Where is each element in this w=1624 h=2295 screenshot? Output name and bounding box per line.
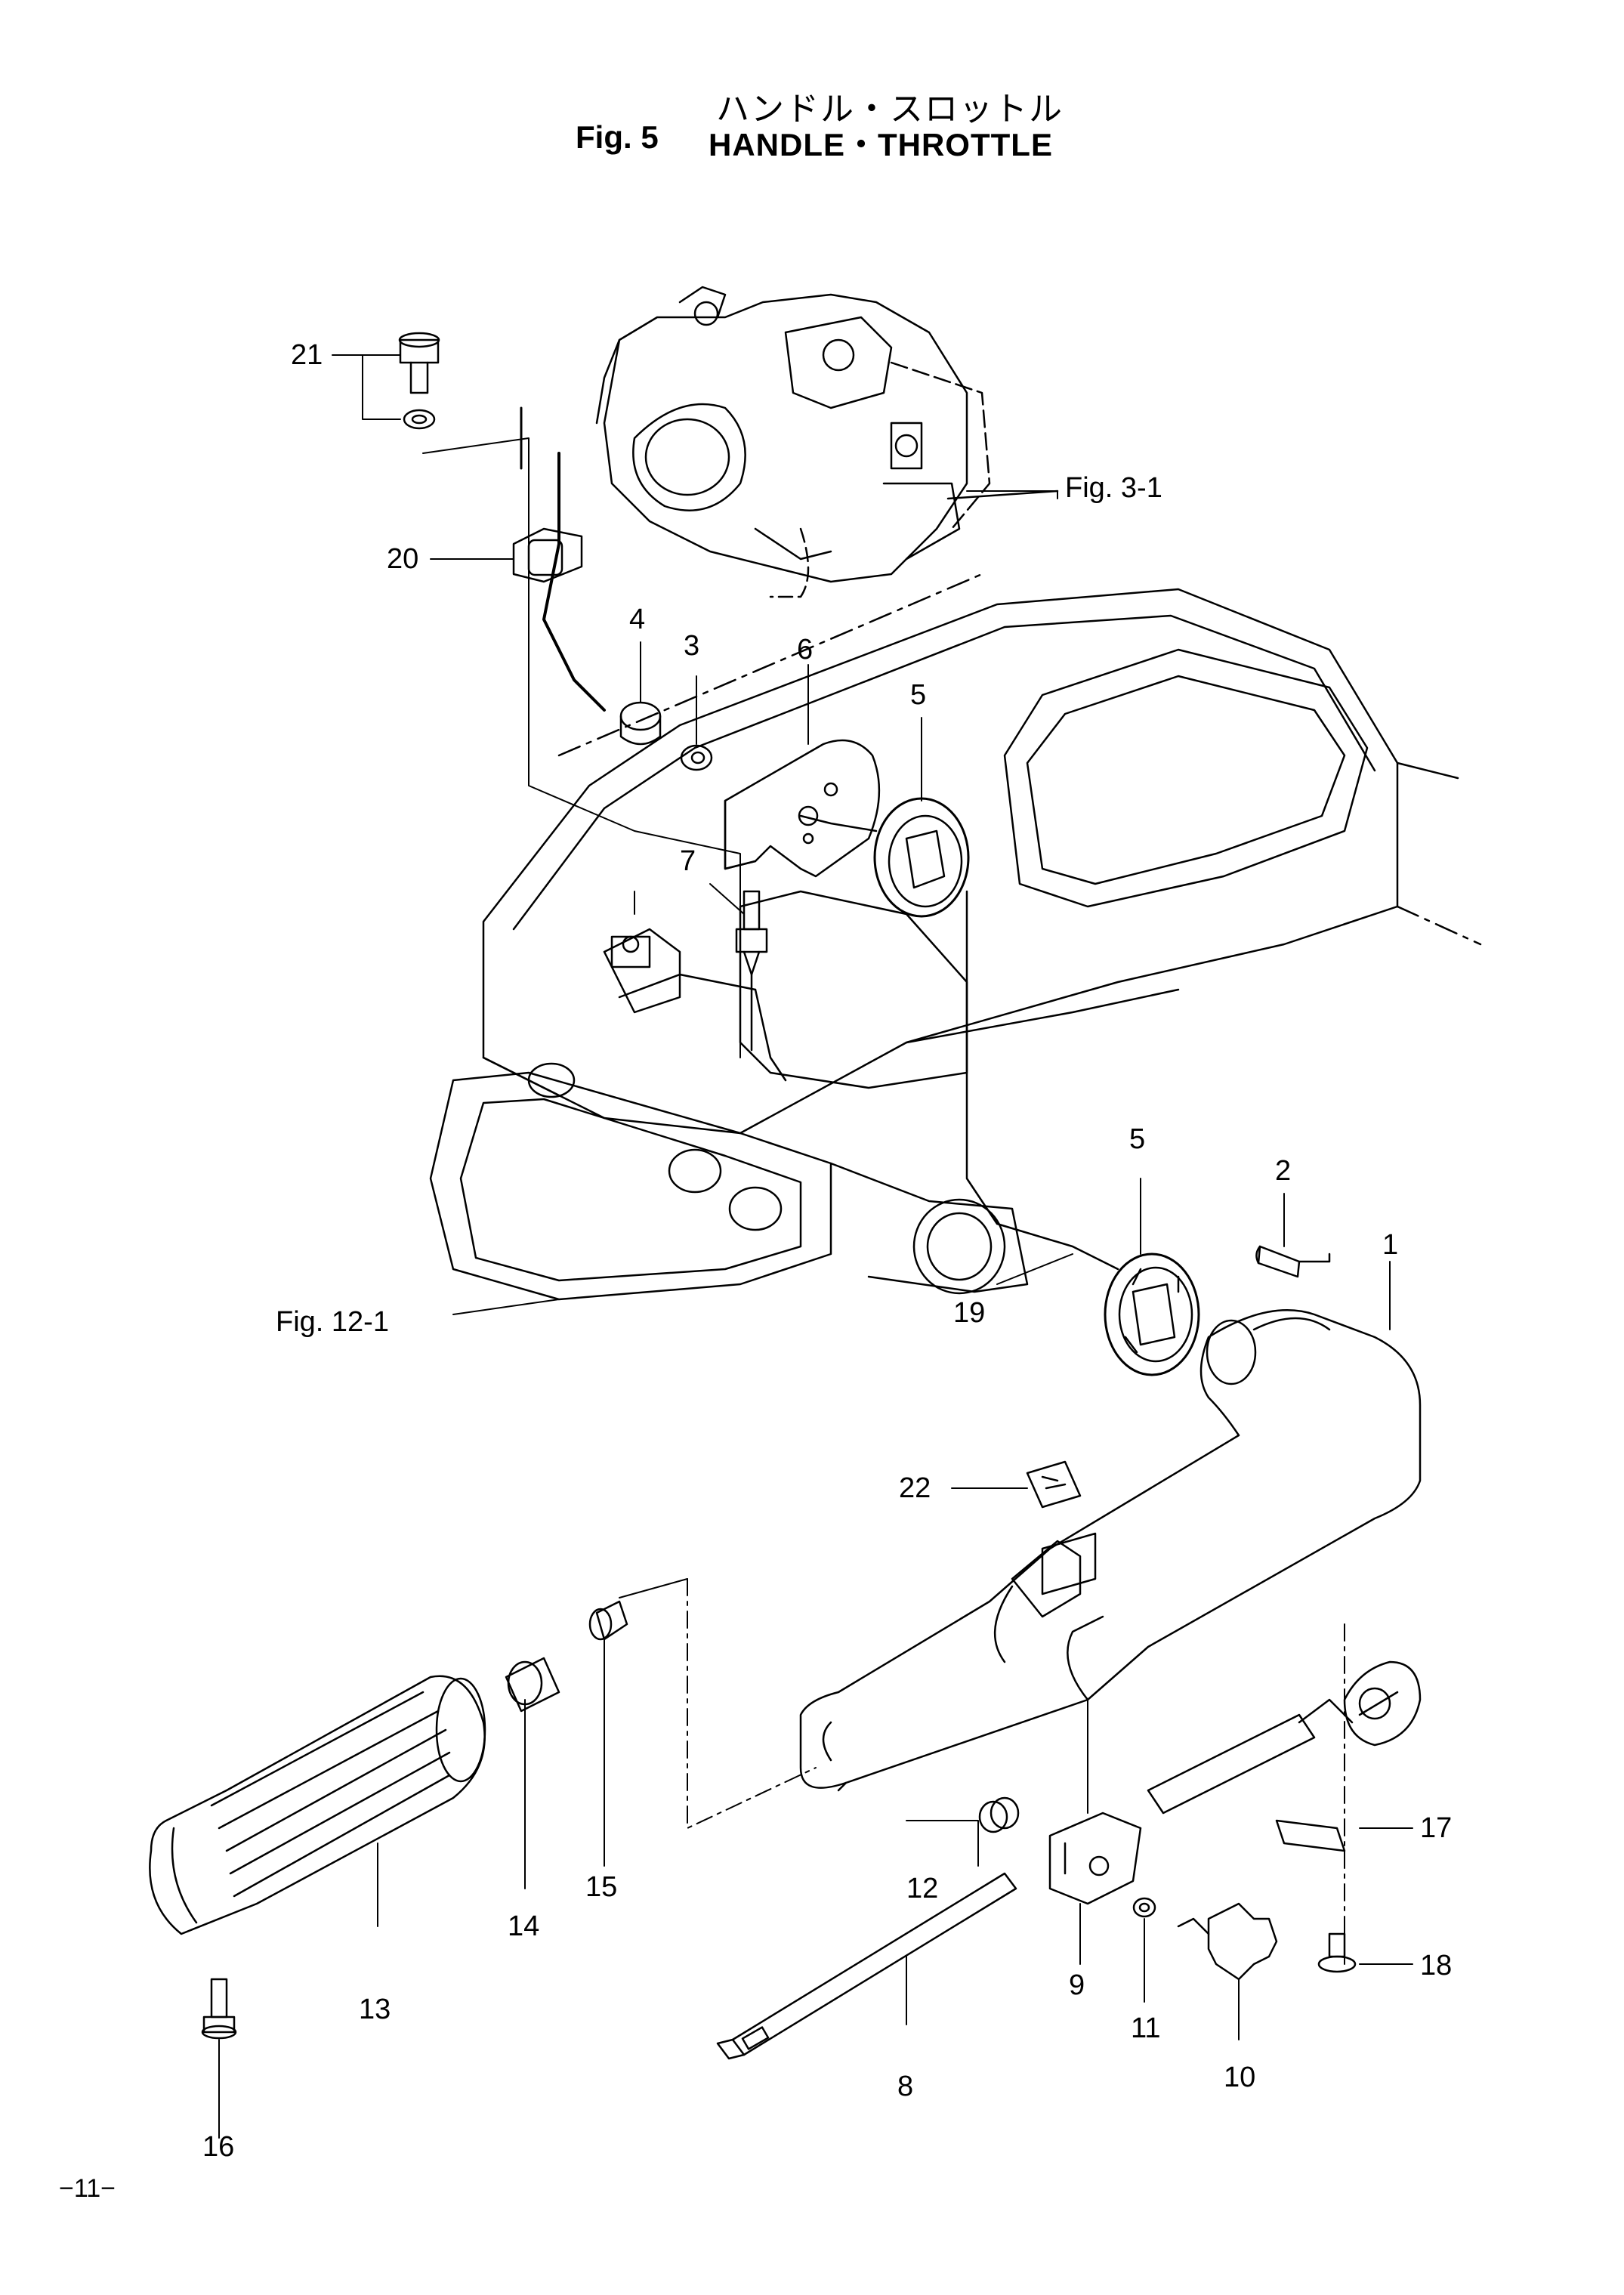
callout-2: 2 [1275, 1155, 1292, 1187]
callout-7: 7 [680, 845, 696, 877]
throttle-plate-part-6 [725, 740, 879, 876]
washer-part-3 [681, 746, 712, 770]
callout-13: 13 [359, 1994, 391, 2025]
collar-part-15 [590, 1602, 627, 1639]
screw-part-16 [202, 1979, 236, 2038]
callout-18: 18 [1420, 1950, 1453, 1981]
callout-3: 3 [684, 630, 700, 662]
callout-21: 21 [291, 339, 323, 371]
title-japanese: ハンドル・スロットル [716, 90, 1064, 128]
throttle-cable-end [544, 453, 604, 710]
callout-16: 16 [202, 2131, 235, 2163]
figure-number: Fig. 5 [576, 119, 659, 155]
grip-part-13 [150, 1676, 485, 1934]
fig-3-1-reference: Fig. 3-1 [1065, 472, 1162, 504]
handle-body-part-1 [801, 1310, 1420, 1790]
throttle-cable [967, 891, 1118, 1269]
bushing-part-12 [980, 1798, 1018, 1832]
callout-8: 8 [897, 2071, 914, 2102]
stud-part-2 [1256, 1246, 1329, 1277]
friction-block-part-9 [1050, 1813, 1141, 1904]
throttle-shaft [1148, 1662, 1420, 1813]
nut-part-4 [621, 703, 660, 744]
leader-lines [219, 355, 1413, 2138]
sleeve-part-14 [506, 1658, 559, 1711]
cam-gear-part-5-upper [801, 798, 968, 916]
callout-6: 6 [797, 634, 814, 666]
callout-9: 9 [1069, 1969, 1085, 2001]
callout-15: 15 [585, 1871, 618, 1903]
rod-part-8 [718, 1873, 1016, 2059]
cam-gear-part-5-lower [1105, 1254, 1199, 1375]
callout-12: 12 [906, 1873, 939, 1904]
callout-5-lower: 5 [1129, 1123, 1146, 1155]
bolt-washer-part-21 [400, 333, 439, 428]
page-number: −11− [59, 2174, 116, 2203]
washer-part-11 [1134, 1898, 1155, 1917]
figure-title: HANDLE・THROTTLE [709, 127, 1053, 162]
screw-part-18 [1319, 1934, 1355, 1972]
cable-clamp-part-20 [514, 529, 582, 582]
bottom-cowl [431, 574, 1480, 1299]
callout-14: 14 [508, 1910, 540, 1942]
carburetor-assembly [597, 287, 1057, 597]
decal-part-22 [1027, 1462, 1080, 1507]
plate-part-17 [1277, 1821, 1345, 1851]
callout-4: 4 [629, 604, 646, 635]
knob-part-10 [1178, 1904, 1277, 1979]
callout-17: 17 [1420, 1812, 1453, 1844]
callout-1: 1 [1382, 1229, 1399, 1261]
pin-part-7 [736, 891, 767, 1050]
callout-22: 22 [899, 1472, 931, 1504]
callout-20: 20 [387, 543, 419, 575]
callout-10: 10 [1224, 2062, 1256, 2093]
callout-11: 11 [1131, 2012, 1161, 2044]
callout-5-upper: 5 [910, 679, 927, 711]
callout-19: 19 [953, 1297, 986, 1329]
fig-12-1-reference: Fig. 12-1 [276, 1306, 389, 1338]
